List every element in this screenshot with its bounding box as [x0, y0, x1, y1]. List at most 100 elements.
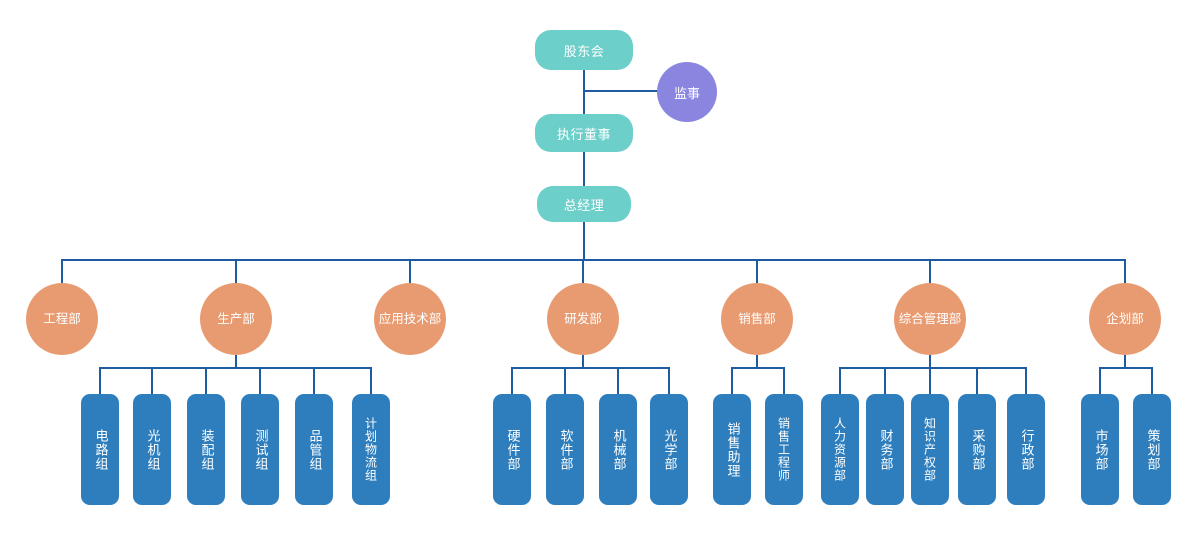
connector-drop-engineering: [61, 259, 63, 285]
node-team-hr-label: 人力资源部: [832, 417, 847, 482]
node-shareholders-label: 股东会: [563, 44, 605, 60]
node-team-marketing-label: 市场部: [1092, 428, 1108, 471]
connector-team-drop-strategy: [1151, 367, 1153, 395]
connector-team-drop-mechanical: [617, 367, 619, 395]
node-supervisor-label: 监事: [673, 86, 700, 102]
node-department-application-tech[interactable]: 应用技术部: [374, 283, 446, 355]
connector-drop-general-management: [929, 259, 931, 285]
node-team-ip[interactable]: 知识产权部: [911, 394, 949, 505]
node-department-planning[interactable]: 企划部: [1089, 283, 1161, 355]
node-team-sales-assistant-label: 销售助理: [724, 421, 740, 478]
connector-team-drop-marketing: [1099, 367, 1101, 395]
node-department-planning-label: 企划部: [1106, 311, 1144, 327]
node-team-optics-label: 光学部: [661, 428, 677, 471]
node-team-finance-label: 财务部: [877, 428, 893, 471]
node-department-rnd-label: 研发部: [564, 311, 602, 327]
node-team-optics[interactable]: 光学部: [650, 394, 688, 505]
connector-general-management-stem: [929, 355, 931, 368]
node-department-production[interactable]: 生产部: [200, 283, 272, 355]
node-shareholders[interactable]: 股东会: [535, 30, 633, 70]
connector-production-stem: [235, 355, 237, 368]
node-team-quality[interactable]: 品管组: [295, 394, 333, 505]
connector-drop-planning: [1124, 259, 1126, 285]
connector-drop-application-tech: [409, 259, 411, 285]
connector-team-drop-software: [564, 367, 566, 395]
node-team-admin-label: 行政部: [1018, 428, 1034, 471]
connector-team-drop-testing: [259, 367, 261, 395]
node-team-assembly[interactable]: 装配组: [187, 394, 225, 505]
node-team-ip-label: 知识产权部: [922, 417, 937, 482]
connector-team-drop-admin: [1025, 367, 1027, 395]
connector-team-drop-sales-assistant: [731, 367, 733, 395]
node-department-production-label: 生产部: [217, 311, 255, 327]
connector-team-drop-ip: [929, 367, 931, 395]
node-executive-director-label: 执行董事: [556, 127, 611, 143]
node-team-strategy[interactable]: 策划部: [1133, 394, 1171, 505]
connector-general-management-bus: [840, 367, 1026, 369]
node-team-sales-assistant[interactable]: 销售助理: [713, 394, 751, 505]
node-team-sales-engineer[interactable]: 销售工程师: [765, 394, 803, 505]
connector-department-bus: [62, 259, 1126, 261]
node-executive-director[interactable]: 执行董事: [535, 114, 633, 152]
node-team-circuit-label: 电路组: [92, 428, 108, 471]
connector-team-drop-assembly: [205, 367, 207, 395]
node-department-general-management[interactable]: 综合管理部: [894, 283, 966, 355]
node-team-logistics-label: 计划物流组: [363, 417, 378, 482]
node-department-engineering[interactable]: 工程部: [26, 283, 98, 355]
connector-rnd-stem: [582, 355, 584, 368]
connector-team-drop-sales-engineer: [783, 367, 785, 395]
node-team-sales-engineer-label: 销售工程师: [776, 417, 791, 482]
node-team-admin[interactable]: 行政部: [1007, 394, 1045, 505]
node-team-assembly-label: 装配组: [198, 428, 214, 471]
node-general-manager[interactable]: 总经理: [537, 186, 631, 222]
node-team-quality-label: 品管组: [306, 428, 322, 471]
connector-director-to-manager: [583, 152, 585, 186]
node-department-engineering-label: 工程部: [43, 311, 81, 327]
node-team-mechanical[interactable]: 机械部: [599, 394, 637, 505]
node-department-general-management-label: 综合管理部: [898, 311, 962, 327]
connector-sales-bus: [732, 367, 784, 369]
node-department-sales-label: 销售部: [738, 311, 776, 327]
node-team-procurement[interactable]: 采购部: [958, 394, 996, 505]
node-team-testing[interactable]: 测试组: [241, 394, 279, 505]
connector-team-drop-hr: [839, 367, 841, 395]
node-team-optomech[interactable]: 光机组: [133, 394, 171, 505]
node-supervisor[interactable]: 监事: [657, 62, 717, 122]
node-team-circuit[interactable]: 电路组: [81, 394, 119, 505]
node-team-hardware[interactable]: 硬件部: [493, 394, 531, 505]
connector-drop-sales: [756, 259, 758, 285]
connector-team-drop-finance: [884, 367, 886, 395]
node-team-procurement-label: 采购部: [969, 428, 985, 471]
node-department-application-tech-label: 应用技术部: [378, 311, 442, 327]
node-team-hardware-label: 硬件部: [504, 428, 520, 471]
connector-shareholders-to-director: [583, 70, 585, 114]
connector-manager-to-department-bus: [583, 222, 585, 260]
connector-rnd-bus: [512, 367, 670, 369]
connector-production-bus: [100, 367, 372, 369]
connector-team-drop-procurement: [976, 367, 978, 395]
connector-team-drop-hardware: [511, 367, 513, 395]
connector-team-drop-logistics: [370, 367, 372, 395]
node-team-hr[interactable]: 人力资源部: [821, 394, 859, 505]
node-team-strategy-label: 策划部: [1144, 428, 1160, 471]
node-team-logistics[interactable]: 计划物流组: [352, 394, 390, 505]
connector-trunk-to-supervisor: [583, 90, 659, 92]
connector-drop-production: [235, 259, 237, 285]
connector-drop-rnd: [582, 259, 584, 285]
node-team-software[interactable]: 软件部: [546, 394, 584, 505]
connector-team-drop-quality: [313, 367, 315, 395]
connector-team-drop-optics: [668, 367, 670, 395]
node-team-finance[interactable]: 财务部: [866, 394, 904, 505]
node-team-marketing[interactable]: 市场部: [1081, 394, 1119, 505]
node-general-manager-label: 总经理: [563, 198, 605, 214]
node-department-rnd[interactable]: 研发部: [547, 283, 619, 355]
connector-planning-stem: [1124, 355, 1126, 368]
connector-team-drop-circuit: [99, 367, 101, 395]
connector-team-drop-optomech: [151, 367, 153, 395]
node-team-testing-label: 测试组: [252, 428, 268, 471]
connector-sales-stem: [756, 355, 758, 368]
node-department-sales[interactable]: 销售部: [721, 283, 793, 355]
connector-planning-bus: [1100, 367, 1152, 369]
node-team-mechanical-label: 机械部: [610, 428, 626, 471]
